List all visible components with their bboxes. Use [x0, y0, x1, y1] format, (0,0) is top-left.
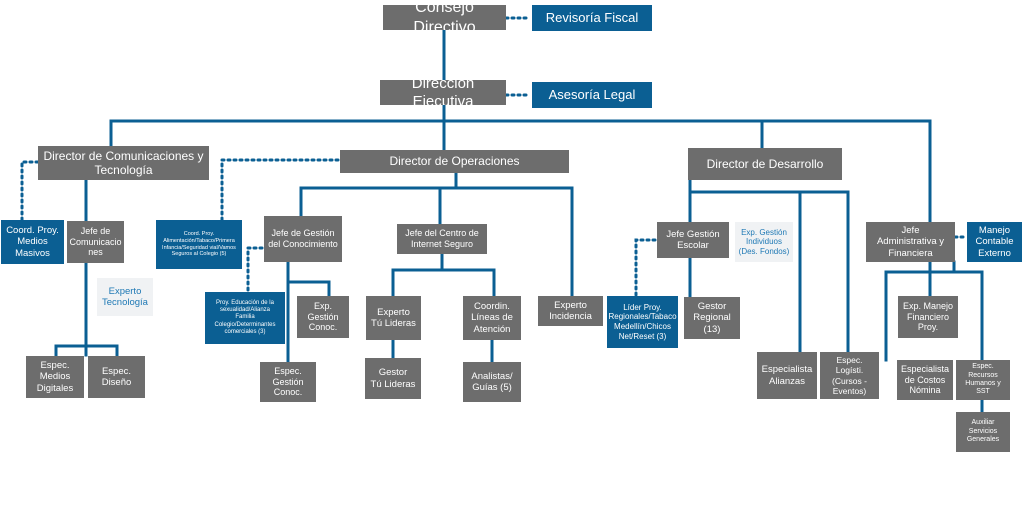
especialista-costos-nomina-box: Especialista de Costos Nómina: [897, 360, 953, 400]
proy-educacion-sexualidad-box: Proy. Educación de la sexualidad/Alianza…: [205, 292, 285, 344]
espec-diseno-box: Espec. Diseño: [88, 356, 145, 398]
lider-proy-regionales-box: Líder Proy. Regionales/Tabaco Medellín/C…: [607, 296, 678, 348]
direccion-ejecutiva-box: Dirección Ejecutiva: [380, 80, 506, 105]
experto-tu-lideras-box: Experto Tú Lideras: [366, 296, 421, 340]
jefe-centro-internet-box: Jefe del Centro de Internet Seguro: [397, 224, 487, 254]
especialista-alianzas-box: Especialista Alianzas: [757, 352, 817, 399]
director-operaciones-box: Director de Operaciones: [340, 150, 569, 173]
gestor-tu-lideras-box: Gestor Tú Lideras: [365, 358, 421, 399]
director-comunicaciones-box: Director de Comunicaciones y Tecnología: [38, 146, 209, 180]
exp-manejo-financiero-box: Exp. Manejo Financiero Proy.: [898, 296, 958, 338]
asesoria-legal-box: Asesoría Legal: [532, 82, 652, 108]
auxiliar-servicios-generales-box: Auxiliar Servicios Generales: [956, 412, 1010, 452]
coord-proy-alimentacion-box: Coord. Proy. Alimentación/Tabaco/Primera…: [156, 220, 242, 269]
experto-tecnologia-box: Experto Tecnología: [97, 278, 153, 316]
coordin-lineas-atencion-box: Coordin. Líneas de Atención: [463, 296, 521, 340]
espec-gestion-conoc-box: Espec. Gestión Conoc.: [260, 362, 316, 402]
jefe-administrativa-box: Jefe Administrativa y Financiera: [866, 222, 955, 262]
manejo-contable-externo-box: Manejo Contable Externo: [967, 222, 1022, 262]
jefe-comunicaciones-box: Jefe de Comunicacio nes: [67, 221, 124, 263]
exp-gestion-individuos-box: Exp. Gestión Individuos (Des. Fondos): [735, 222, 793, 262]
gestor-regional-box: Gestor Regional (13): [684, 297, 740, 339]
experto-incidencia-box: Experto Incidencia: [538, 296, 603, 326]
revisoria-fiscal-box: Revisoría Fiscal: [532, 5, 652, 31]
jefe-gestion-escolar-box: Jefe Gestión Escolar: [657, 222, 729, 258]
espec-logistica-box: Espec. Logísti. (Cursos - Eventos): [820, 352, 879, 399]
analistas-guias-box: Analistas/ Guías (5): [463, 362, 521, 402]
director-desarrollo-box: Director de Desarrollo: [688, 148, 842, 180]
espec-recursos-humanos-box: Espec. Recursos Humanos y SST: [956, 360, 1010, 400]
espec-medios-digitales-box: Espec. Medios Digitales: [26, 356, 84, 398]
jefe-gestion-conocimiento-box: Jefe de Gestión del Conocimiento: [264, 216, 342, 262]
coord-proy-medios-box: Coord. Proy. Medios Masivos: [1, 220, 64, 264]
consejo-directivo-box: Consejo Directivo: [383, 5, 506, 30]
exp-gestion-conoc-box: Exp. Gestión Conoc.: [297, 296, 349, 338]
